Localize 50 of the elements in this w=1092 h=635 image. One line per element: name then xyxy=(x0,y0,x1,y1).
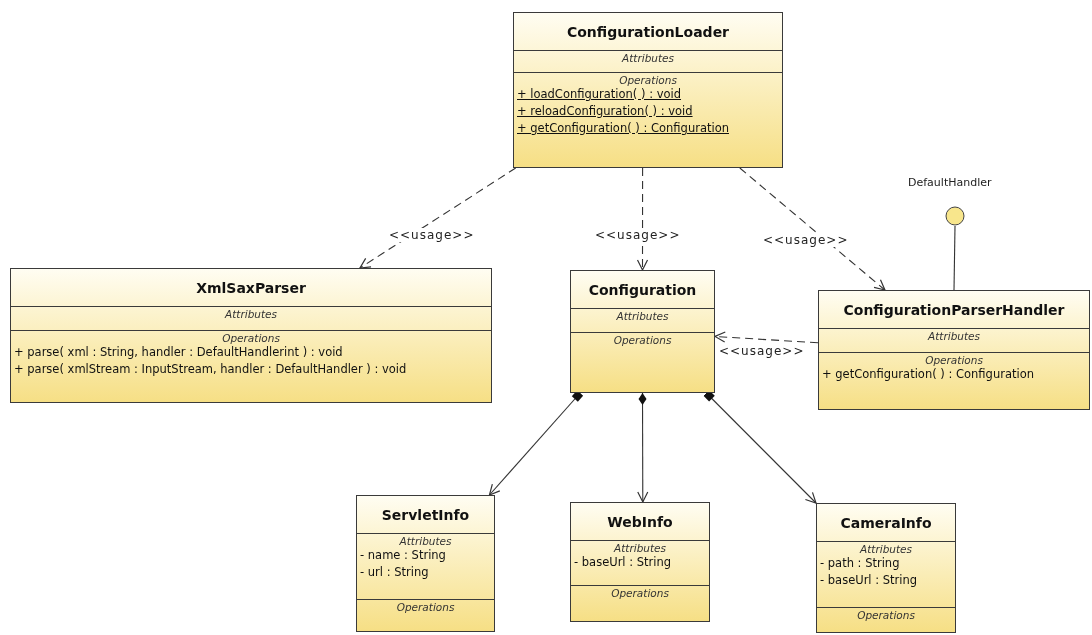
class-box xyxy=(816,503,956,633)
attribute-text: - url : String xyxy=(360,564,430,581)
class-name: CameraInfo xyxy=(840,514,932,531)
compartment-label: Operations xyxy=(924,354,984,366)
connector-line xyxy=(953,225,956,291)
edge-label: <<usage>> xyxy=(594,228,682,242)
attribute-text: - name : String xyxy=(360,547,447,564)
compartment-label: Attributes xyxy=(926,330,981,342)
class-box xyxy=(818,290,1090,410)
class-box xyxy=(10,268,492,403)
class-name: ConfigurationParserHandler xyxy=(843,301,1065,318)
attribute-text: - path : String xyxy=(820,555,901,572)
operation-text: + parse( xmlStream : InputStream, handler : DefaultHandler ) : void xyxy=(14,361,408,378)
class-name: ServletInfo xyxy=(381,506,470,523)
edge-label: <<usage>> xyxy=(388,228,476,242)
operation-text: + getConfiguration( ) : Configuration xyxy=(517,120,730,137)
compartment-label: Operations xyxy=(395,601,456,613)
compartment-label: Attributes xyxy=(620,52,675,64)
class-name: WebInfo xyxy=(607,513,673,530)
arrow xyxy=(739,167,886,291)
compartment-label: Attributes xyxy=(612,542,667,554)
class-name: Configuration xyxy=(588,281,697,298)
arrow xyxy=(637,392,649,503)
edge-label: <<usage>> xyxy=(762,233,850,247)
compartment-label: Operations xyxy=(856,609,916,621)
arrow xyxy=(636,167,649,271)
class-box xyxy=(570,502,710,622)
compartment-label: Operations xyxy=(221,332,281,344)
arrow xyxy=(359,167,517,269)
compartment-label: Operations xyxy=(612,334,673,346)
arrow xyxy=(714,331,819,344)
interface-name: DefaultHandler xyxy=(908,176,992,189)
attribute-text: - baseUrl : String xyxy=(574,554,673,571)
edge-label: <<usage>> xyxy=(718,344,806,358)
compartment-label: Attributes xyxy=(858,543,913,555)
operation-text: + reloadConfiguration( ) : void xyxy=(517,103,694,120)
compartment-label: Attributes xyxy=(615,310,670,322)
class-name: XmlSaxParser xyxy=(196,279,306,296)
compartment-label: Attributes xyxy=(223,308,278,320)
class-box xyxy=(513,12,783,168)
compartment-label: Operations xyxy=(618,74,678,86)
compartment-label: Attributes xyxy=(398,535,453,547)
operation-text: + getConfiguration( ) : Configuration xyxy=(822,366,1035,383)
class-box xyxy=(356,495,495,632)
attribute-text: - baseUrl : String xyxy=(820,572,919,589)
operation-text: + loadConfiguration( ) : void xyxy=(517,86,682,103)
class-name: ConfigurationLoader xyxy=(566,23,730,40)
operation-text: + parse( xml : String, handler : DefaultHandlerint ) : void xyxy=(14,344,344,361)
compartment-label: Operations xyxy=(610,587,670,599)
class-box xyxy=(570,270,715,393)
